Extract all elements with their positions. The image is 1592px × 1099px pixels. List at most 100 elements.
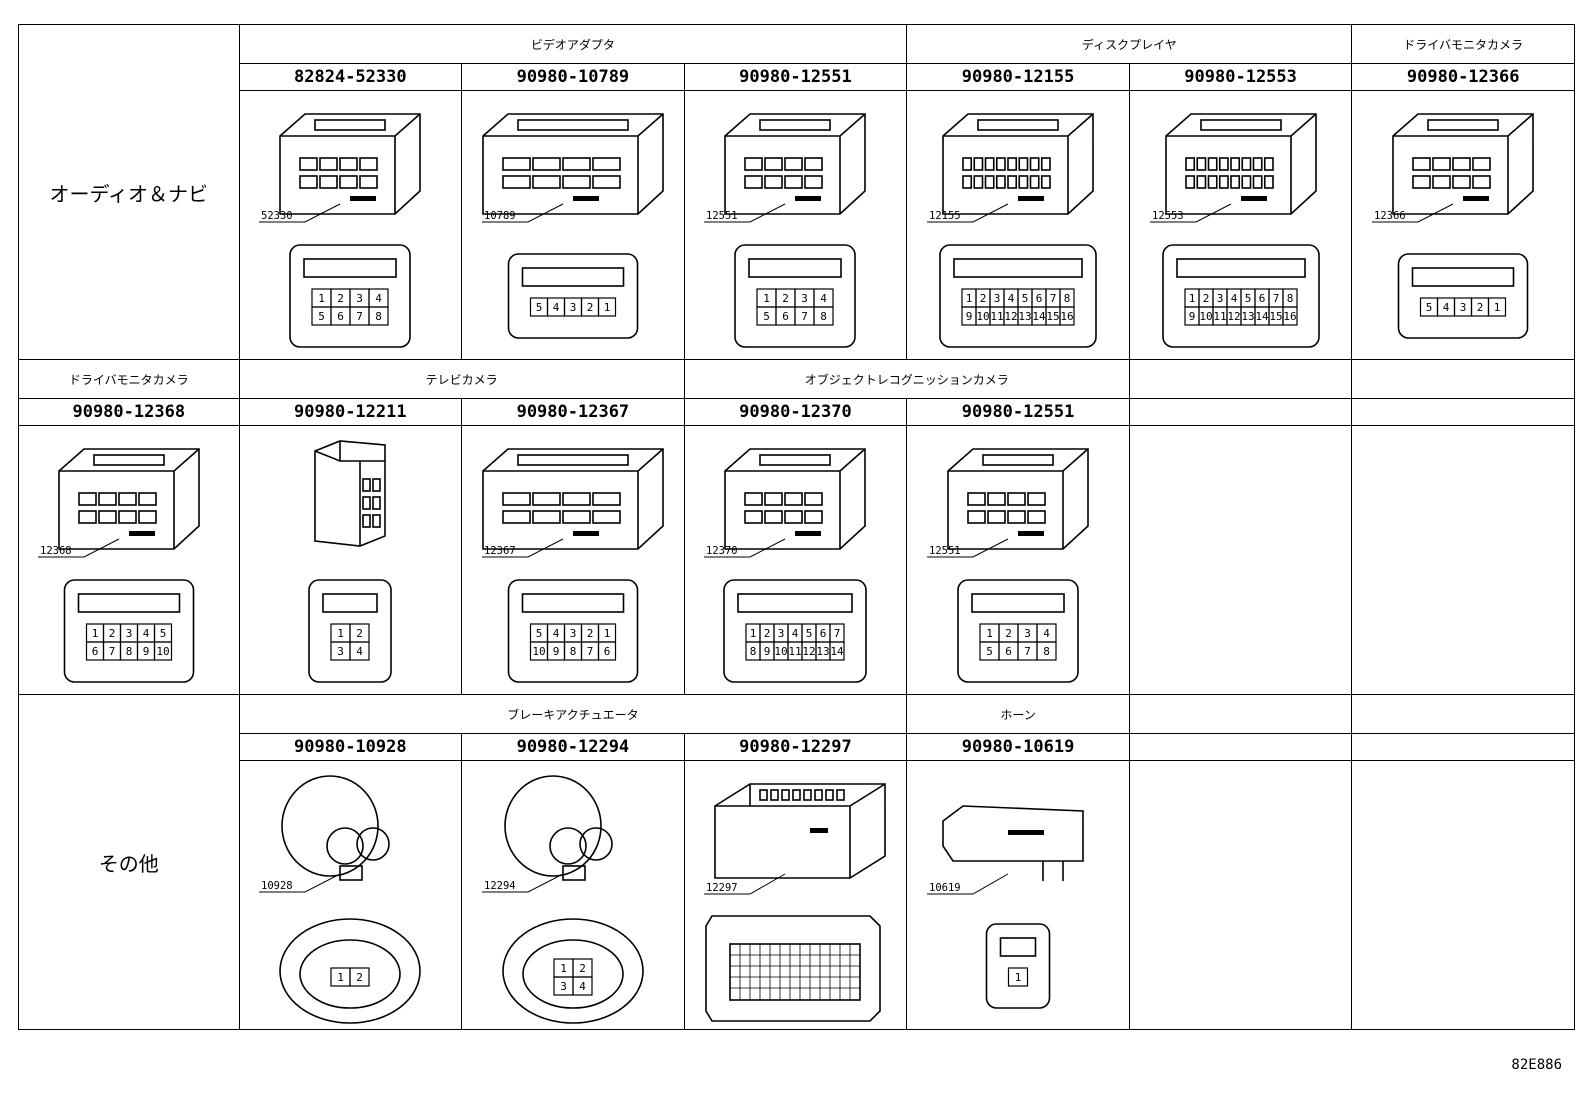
leader-line — [481, 538, 564, 558]
pin-cavity — [967, 492, 986, 506]
leader-line — [37, 538, 119, 558]
pin-number: 1 — [338, 627, 345, 640]
drawing-code: 82E886 — [1511, 1057, 1562, 1073]
pin-number: 5 — [1244, 292, 1251, 305]
pin-number: 7 — [802, 310, 809, 323]
pin-number: 12 — [1004, 310, 1017, 323]
pin-number: 9 — [764, 645, 771, 658]
pin-cavity — [984, 175, 995, 189]
face-outline — [734, 244, 857, 348]
pin-cavity — [1241, 175, 1251, 189]
connector-drawing: 12297 — [704, 783, 887, 1022]
category-header: ドライバモニタカメラ — [18, 359, 240, 399]
pin-number: 3 — [1024, 627, 1031, 640]
pin-cell — [368, 306, 389, 326]
pin-cavity — [532, 175, 561, 189]
marking — [1240, 196, 1267, 201]
pin-number: 6 — [783, 310, 790, 323]
pin-cavity — [1029, 175, 1040, 189]
pin-number: 8 — [1064, 292, 1071, 305]
pin-number: 2 — [338, 292, 345, 305]
face-outline — [939, 244, 1097, 348]
housing-edge — [725, 448, 866, 549]
pin-number: 15 — [1046, 310, 1059, 323]
pin-number: 2 — [357, 971, 364, 984]
part-number — [1128, 398, 1353, 426]
pin-number: 7 — [1272, 292, 1279, 305]
pin-number: 5 — [764, 310, 771, 323]
pin-number: 8 — [570, 645, 577, 658]
part-tag: 12551 — [706, 210, 738, 222]
pin-cavity — [372, 478, 382, 492]
latch — [1042, 861, 1064, 881]
lock-bar — [759, 119, 832, 131]
pin-cavity — [764, 510, 784, 524]
part-number: 90980-12366 — [1351, 63, 1575, 91]
pin-number: 1 — [338, 971, 345, 984]
pin-cell — [349, 967, 370, 987]
part-number: 90980-12294 — [461, 733, 685, 761]
pin-cavity — [973, 175, 984, 189]
pin-cavity — [502, 510, 531, 524]
pin-cell — [813, 306, 835, 326]
housing-edge — [315, 441, 386, 546]
marking — [810, 828, 829, 833]
face-lock — [1175, 258, 1306, 278]
pin-cavity — [532, 492, 561, 506]
face-lock — [77, 593, 181, 613]
category-header: ビデオアダプタ — [238, 24, 908, 64]
pin-number: 8 — [1286, 292, 1293, 305]
pin-number: 2 — [357, 627, 364, 640]
pin-cavity — [764, 175, 784, 189]
part-tag: 12367 — [484, 545, 516, 557]
leader-line — [704, 203, 786, 223]
pin-number: 6 — [1005, 645, 1012, 658]
empty-cell — [1351, 760, 1575, 1030]
pin-number: 1 — [764, 292, 771, 305]
face-outline — [63, 579, 195, 683]
pin-cavity — [1207, 175, 1218, 189]
pin-cavity — [784, 492, 804, 506]
part-tag: 12294 — [484, 880, 516, 892]
pin-cavity — [592, 492, 621, 506]
pin-cavity — [362, 514, 372, 528]
housing-outline — [942, 805, 1084, 862]
marking — [572, 196, 599, 201]
terminal-boss — [549, 827, 587, 865]
pin-number: 4 — [376, 292, 383, 305]
leader-line — [1372, 203, 1454, 223]
part-number — [1351, 733, 1575, 761]
pin-cavity — [1241, 157, 1251, 171]
pin-number: 4 — [1230, 292, 1237, 305]
pin-number: 2 — [587, 301, 594, 314]
pin-cavity — [1412, 175, 1431, 189]
pin-number: 3 — [570, 627, 577, 640]
pin-number: 1 — [91, 627, 98, 640]
housing-outline — [942, 113, 1094, 215]
pin-number: 16 — [1283, 310, 1296, 323]
marking — [128, 531, 155, 536]
pin-number: 1 — [560, 962, 567, 975]
category-header: ブレーキアクチュエータ — [238, 694, 908, 734]
pin-cavity — [744, 510, 764, 524]
pin-number: 4 — [553, 627, 560, 640]
pin-cavity — [962, 175, 973, 189]
pin-number: 2 — [1202, 292, 1209, 305]
pin-number: 14 — [831, 645, 845, 658]
pin-number: 8 — [750, 645, 757, 658]
pin-cavity — [803, 789, 813, 801]
pin-cavity — [1027, 492, 1046, 506]
lock-bar — [92, 454, 165, 466]
pin-number: 6 — [1036, 292, 1043, 305]
part-tag: 12297 — [706, 882, 738, 894]
leader-line — [927, 873, 1009, 895]
housing-edge — [280, 113, 421, 214]
group-label: その他 — [18, 694, 240, 1030]
pin-cavity — [319, 157, 339, 171]
pin-number: 2 — [587, 627, 594, 640]
pin-number: 7 — [1050, 292, 1057, 305]
